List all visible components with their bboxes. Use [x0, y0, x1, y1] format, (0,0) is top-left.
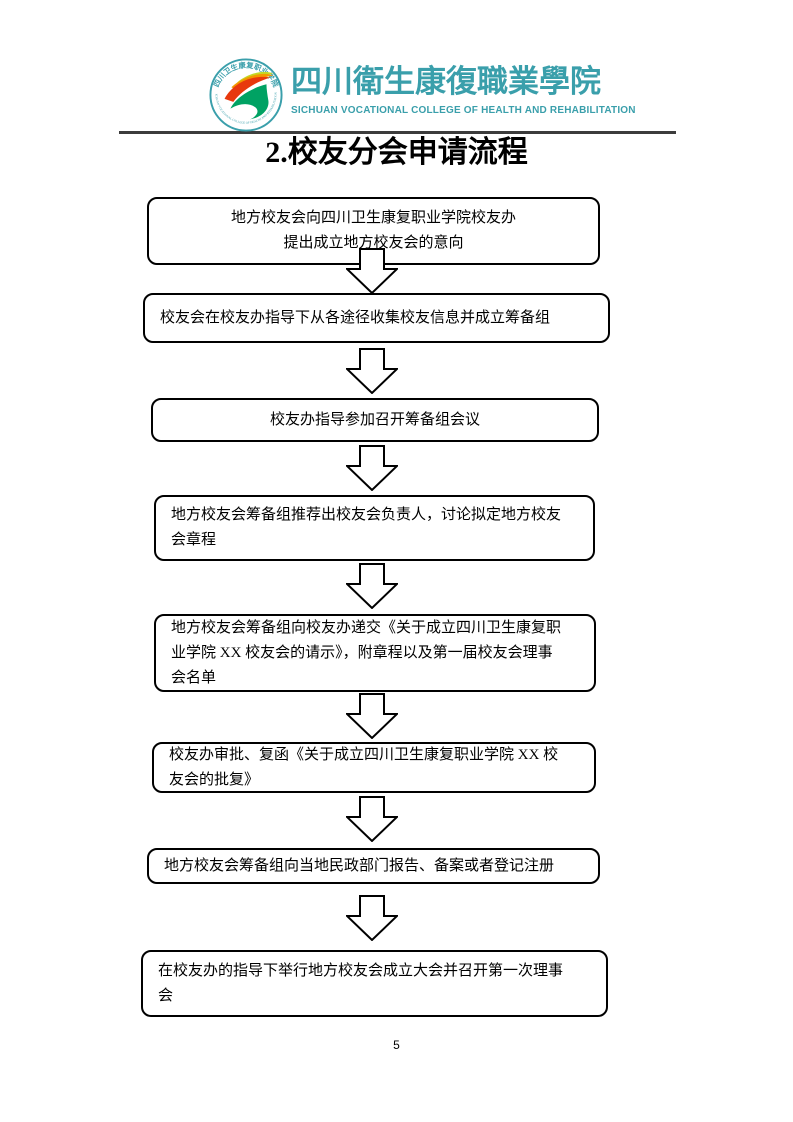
page-number: 5 [393, 1038, 400, 1052]
down-arrow-icon [346, 796, 398, 842]
logo-bird-mark [224, 71, 274, 120]
college-name-block: 四川衛生康復職業學院 SICHUAN VOCATIONAL COLLEGE OF… [291, 62, 636, 116]
down-arrow-icon [346, 348, 398, 394]
flow-step-8: 在校友办的指导下举行地方校友会成立大会并召开第一次理事 会 [141, 950, 608, 1017]
flow-step-3: 校友办指导参加召开筹备组会议 [151, 398, 599, 442]
page-title: 2.校友分会申请流程 [265, 136, 528, 169]
college-name-en: SICHUAN VOCATIONAL COLLEGE OF HEALTH AND… [291, 105, 636, 116]
down-arrow-icon [346, 248, 398, 294]
flow-step-5: 地方校友会筹备组向校友办递交《关于成立四川卫生康复职 业学院 XX 校友会的请示… [154, 614, 596, 692]
down-arrow-icon [346, 445, 398, 491]
college-name-zh: 四川衛生康復職業學院 [291, 64, 601, 99]
header-divider [119, 131, 676, 134]
down-arrow-icon [346, 693, 398, 739]
flow-step-4: 地方校友会筹备组推荐出校友会负责人，讨论拟定地方校友 会章程 [154, 495, 595, 561]
flow-step-2: 校友会在校友办指导下从各途径收集校友信息并成立筹备组 [143, 293, 610, 343]
flow-step-6: 校友办审批、复函《关于成立四川卫生康复职业学院 XX 校 友会的批复》 [152, 742, 596, 793]
flow-step-7: 地方校友会筹备组向当地民政部门报告、备案或者登记注册 [147, 848, 600, 884]
college-logo-icon: 四川卫生康复职业学院 SICHUAN VOCATIONAL COLLEGE OF… [208, 57, 283, 132]
down-arrow-icon [346, 563, 398, 609]
down-arrow-icon [346, 895, 398, 941]
